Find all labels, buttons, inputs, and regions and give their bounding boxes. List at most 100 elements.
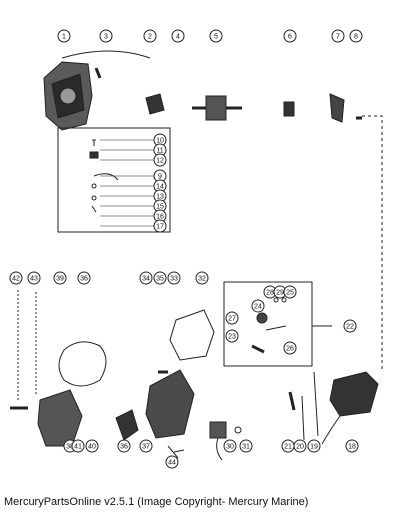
part-38-pump <box>37 389 83 447</box>
part-18-wire <box>321 415 341 445</box>
part-4-cam <box>145 93 165 115</box>
callout-label: 35 <box>156 276 164 283</box>
callout-label: 31 <box>242 444 250 451</box>
callout-label: 1 <box>62 34 66 41</box>
part-30-wire <box>216 437 223 461</box>
callout-label: 29 <box>276 290 284 297</box>
callout-label: 5 <box>214 34 218 41</box>
copyright-caption: MercuryPartsOnline v2.5.1 (Image Copyrig… <box>4 496 309 508</box>
part-32-gasket <box>169 309 215 361</box>
callout-circle <box>223 439 237 453</box>
callout-circle <box>225 329 239 343</box>
callout-circle <box>331 29 345 43</box>
callout-label: 2 <box>148 34 152 41</box>
callout-label: 44 <box>168 460 176 467</box>
callout-circle <box>225 311 239 325</box>
callout-circle <box>195 271 209 285</box>
callout-circle <box>209 29 223 43</box>
part-31-clip <box>234 426 242 434</box>
inset-22-parts <box>251 297 287 354</box>
callout-label: 22 <box>346 324 354 331</box>
callout-label: 12 <box>156 158 164 165</box>
part-18-coil <box>329 371 379 417</box>
inset-box-22 <box>223 281 313 367</box>
callout-circle <box>167 271 181 285</box>
callout-circle <box>27 271 41 285</box>
callout-label: 28 <box>266 290 274 297</box>
part-36 <box>115 409 139 441</box>
callout-circle <box>239 439 253 453</box>
callout-circle <box>307 439 321 453</box>
part-19 <box>313 371 319 437</box>
callout-label: 17 <box>156 224 164 231</box>
callout-label: 41 <box>74 444 82 451</box>
callout-label: 34 <box>142 276 150 283</box>
callout-circle <box>71 439 85 453</box>
callout-circle <box>153 271 167 285</box>
callout-circle <box>139 271 153 285</box>
callout-label: 18 <box>348 444 356 451</box>
callout-circle <box>139 439 153 453</box>
callout-circle <box>9 271 23 285</box>
part-5-shaft <box>192 95 242 121</box>
inset-parts <box>89 139 154 227</box>
leader-line <box>362 115 383 370</box>
callout-label: 26 <box>286 346 294 353</box>
callout-label: 11 <box>156 148 163 155</box>
callout-circle <box>77 271 91 285</box>
part-3-wire <box>61 50 151 59</box>
callout-label: 43 <box>30 276 38 283</box>
callout-circle <box>293 439 307 453</box>
callout-circle <box>143 29 157 43</box>
callout-label: 42 <box>12 276 20 283</box>
callout-label: 19 <box>310 444 318 451</box>
part-39-gasket <box>58 341 107 387</box>
callout-label: 9 <box>158 174 162 181</box>
callout-label: 38 <box>66 444 74 451</box>
part-44 <box>167 445 185 459</box>
callout-label: 27 <box>228 316 236 323</box>
callout-circle <box>251 299 265 313</box>
callout-label: 10 <box>156 138 164 145</box>
callout-circle <box>283 341 297 355</box>
callout-label: 8 <box>354 34 358 41</box>
part-30-coil <box>209 421 227 439</box>
callout-label: 36 <box>120 444 128 451</box>
callout-circle <box>85 439 99 453</box>
callout-circle <box>99 29 113 43</box>
callout-circle <box>171 29 185 43</box>
callout-circle <box>117 439 131 453</box>
callout-label: 30 <box>226 444 234 451</box>
callout-circle <box>283 29 297 43</box>
callout-circle <box>153 153 167 167</box>
callout-label: 6 <box>288 34 292 41</box>
callout-label: 33 <box>170 276 178 283</box>
callout-label: 32 <box>198 276 206 283</box>
inset-box <box>57 127 171 233</box>
part-6 <box>283 101 295 117</box>
part-20 <box>301 395 305 441</box>
callout-label: 39 <box>56 276 64 283</box>
part-33-housing <box>145 369 195 439</box>
callout-label: 3 <box>104 34 108 41</box>
callout-circle <box>349 29 363 43</box>
callout-label: 15 <box>156 204 164 211</box>
part-2-pin <box>94 67 102 79</box>
callout-label: 40 <box>88 444 96 451</box>
callout-label: 4 <box>176 34 180 41</box>
callout-label: 16 <box>156 214 164 221</box>
callout-label: 14 <box>156 184 164 191</box>
callout-label: 37 <box>142 444 150 451</box>
callout-label: 7 <box>336 34 340 41</box>
part-1-housing <box>43 61 93 131</box>
callout-circle <box>343 319 357 333</box>
callout-circle <box>165 455 179 469</box>
callout-label: 21 <box>284 444 292 451</box>
callout-label: 20 <box>296 444 304 451</box>
part-7 <box>329 93 345 123</box>
callout-label: 13 <box>156 194 164 201</box>
callout-label: 24 <box>254 304 262 311</box>
part-21-screw <box>288 391 296 411</box>
callout-circle <box>53 271 67 285</box>
